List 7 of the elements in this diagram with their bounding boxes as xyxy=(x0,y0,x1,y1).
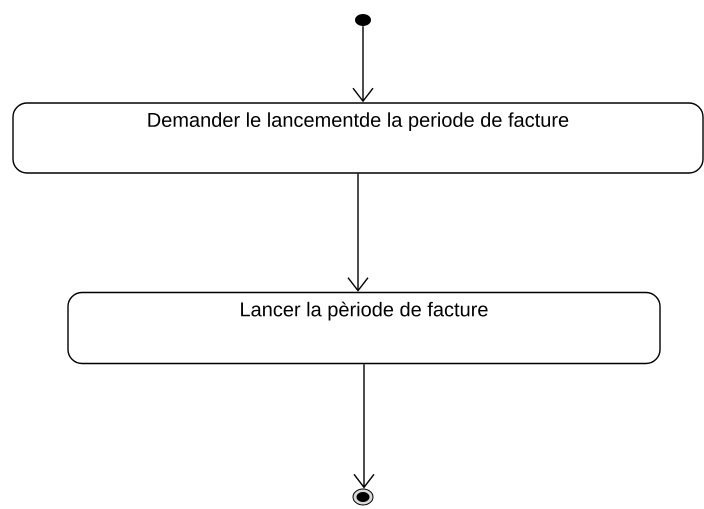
arrow xyxy=(352,26,374,102)
arrow xyxy=(347,174,369,292)
final-node xyxy=(352,488,374,506)
action-box: Lancer la pèriode de facture xyxy=(67,292,661,364)
arrow xyxy=(353,364,375,488)
initial-node xyxy=(355,14,371,26)
action-box: Demander le lancementde la periode de facture xyxy=(12,102,704,174)
